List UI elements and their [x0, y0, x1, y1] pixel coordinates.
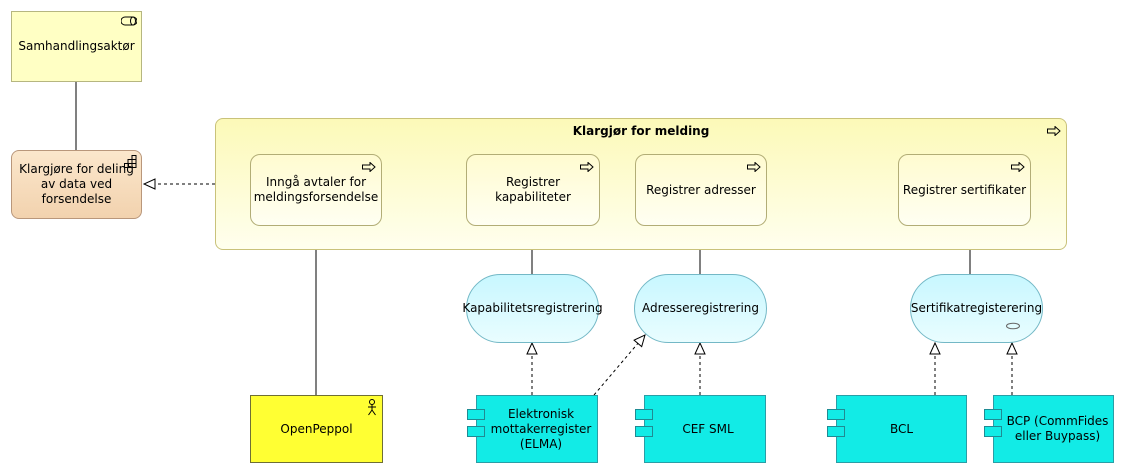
role-label: Samhandlingsaktør	[18, 39, 135, 53]
capability-icon	[124, 155, 137, 168]
component-label: BCL	[889, 421, 914, 436]
capability-label: Klargjøre for deling av data ved forsend…	[19, 162, 134, 206]
role-icon	[121, 16, 137, 26]
process-arrow-icon	[1011, 162, 1025, 172]
actor-label: OpenPeppol	[280, 421, 353, 436]
process-arrow-icon	[1047, 126, 1061, 136]
process-registrer-kapabiliteter[interactable]: Registrer kapabiliteter	[466, 154, 600, 226]
process-label: Registrer adresser	[646, 182, 756, 197]
service-kapabilitetsregistrering[interactable]: Kapabilitetsregistrering	[462, 274, 603, 343]
component-tabs-icon	[467, 409, 485, 420]
component-bcl[interactable]: BCL	[827, 395, 967, 463]
actor-stick-figure-icon	[368, 399, 376, 416]
service-label: Adresseregistrering	[641, 301, 760, 315]
actor-openpeppol[interactable]: OpenPeppol	[250, 395, 383, 463]
capability-klargjore[interactable]: Klargjøre for deling av data ved forsend…	[11, 150, 142, 219]
component-tabs-icon	[635, 409, 653, 420]
service-icon	[1006, 322, 1020, 330]
service-label: Kapabilitetsregistrering	[462, 301, 603, 315]
component-tabs-icon	[827, 409, 845, 420]
service-label: Sertifikatregisterering	[910, 301, 1043, 315]
group-title: Klargjør for melding	[572, 124, 710, 138]
process-registrer-sertifikater[interactable]: Registrer sertifikater	[898, 154, 1031, 226]
service-sertifikatregisterering[interactable]: Sertifikatregisterering	[910, 274, 1043, 343]
service-adresseregistrering[interactable]: Adresseregistrering	[634, 274, 767, 343]
process-registrer-adresser[interactable]: Registrer adresser	[635, 154, 767, 226]
component-tabs-icon	[467, 426, 485, 437]
comp1-realizes-svc2	[593, 334, 646, 396]
component-label: BCP (CommFides eller Buypass)	[1006, 414, 1109, 443]
component-tabs-icon	[984, 426, 1002, 437]
process-label: Registrer kapabiliteter	[495, 175, 571, 204]
component-tabs-icon	[635, 426, 653, 437]
component-bcp[interactable]: BCP (CommFides eller Buypass)	[984, 395, 1114, 463]
process-label: Registrer sertifikater	[902, 182, 1027, 197]
process-label: Inngå avtaler for meldingsforsendelse	[253, 175, 379, 204]
component-label: CEF SML	[682, 421, 734, 436]
component-cef-sml[interactable]: CEF SML	[635, 395, 766, 463]
role-samhandlingsaktor[interactable]: Samhandlingsaktør	[11, 11, 142, 82]
component-elma[interactable]: Elektronisk mottakerregister (ELMA)	[467, 395, 598, 463]
process-arrow-icon	[362, 162, 376, 172]
component-tabs-icon	[827, 426, 845, 437]
component-tabs-icon	[984, 409, 1002, 420]
process-innga-avtaler[interactable]: Inngå avtaler for meldingsforsendelse	[250, 154, 382, 226]
process-arrow-icon	[580, 162, 594, 172]
component-label: Elektronisk mottakerregister (ELMA)	[490, 406, 592, 451]
process-arrow-icon	[747, 162, 761, 172]
